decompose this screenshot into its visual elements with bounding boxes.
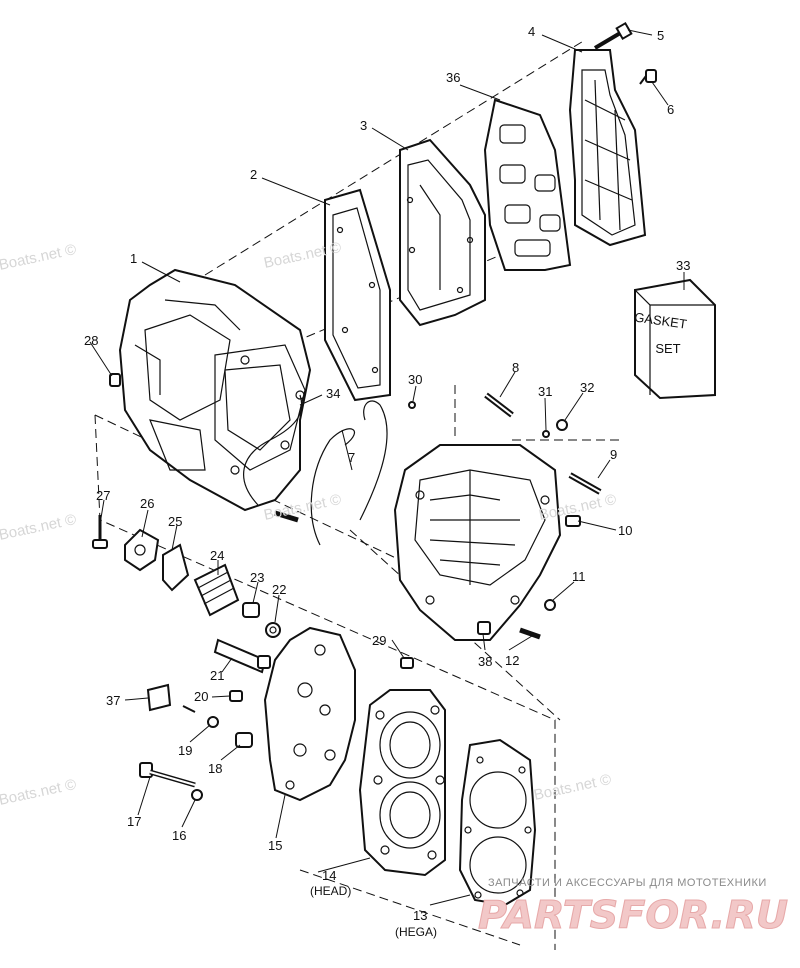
callout-2: 2: [250, 167, 257, 182]
callout-32: 32: [580, 380, 594, 395]
shop-branding: ЗАПЧАСТИ И АКСЕССУАРЫ ДЛЯ МОТОТЕХНИКИ PA…: [478, 877, 789, 938]
part-nut-31: [542, 430, 550, 438]
label-head: (HEAD): [310, 884, 351, 898]
part-thermostat-23: [242, 602, 260, 618]
part-cylinder-head: [358, 689, 446, 877]
part-pin-19: [182, 705, 219, 728]
callout-27: 27: [96, 488, 110, 503]
part-bolt-20: [229, 690, 243, 702]
callout-18: 18: [208, 761, 222, 776]
callout-12: 12: [505, 653, 519, 668]
callout-21: 21: [210, 668, 224, 683]
part-cover-plate: [399, 138, 486, 327]
callout-34: 34: [326, 386, 340, 401]
part-bolt-17: [139, 762, 196, 788]
callout-8: 8: [512, 360, 519, 375]
gasket-box-line2: SET: [655, 341, 680, 356]
callout-19: 19: [178, 743, 192, 758]
part-washer-16: [191, 789, 203, 801]
part-gasket-25: [162, 543, 190, 592]
part-screw-near-34: [274, 510, 299, 523]
part-spring-24: [193, 563, 240, 617]
callout-1: 1: [130, 251, 137, 266]
shop-tagline: ЗАПЧАСТИ И АКСЕССУАРЫ ДЛЯ МОТОТЕХНИКИ: [488, 877, 767, 889]
watermark-1: Boats.net ©: [0, 241, 78, 274]
part-bolt-11: [544, 599, 556, 611]
part-cylinder-block: [118, 268, 312, 512]
callout-13: 13: [413, 908, 427, 923]
part-water-cover-housing: [393, 444, 562, 641]
part-bolt-28: [109, 373, 121, 387]
callout-38: 38: [478, 654, 492, 669]
part-sensor-21: [213, 638, 271, 674]
callout-10: 10: [618, 523, 632, 538]
part-bolt-6: [639, 69, 657, 85]
callout-22: 22: [272, 582, 286, 597]
callout-31: 31: [538, 384, 552, 399]
callout-37: 37: [106, 693, 120, 708]
part-bolt-32: [556, 419, 568, 431]
callout-14: 14: [322, 868, 336, 883]
watermark-6: Boats.net ©: [0, 776, 78, 809]
part-washer-22: [265, 622, 281, 638]
callout-7: 7: [348, 450, 355, 465]
part-screw-27: [92, 515, 108, 549]
callout-28: 28: [84, 333, 98, 348]
label-hega: (HEGA): [395, 925, 437, 939]
callout-9: 9: [610, 447, 617, 462]
part-bolt-12: [519, 627, 541, 640]
callout-36: 36: [446, 70, 460, 85]
callout-5: 5: [657, 28, 664, 43]
callout-17: 17: [127, 814, 141, 829]
part-bolt-8: [484, 392, 514, 418]
part-nut-38: [477, 621, 491, 635]
gasket-box-line1: GASKET: [633, 309, 687, 331]
leader-lines: [89, 29, 685, 906]
shop-logo: PARTSFOR.RU: [478, 893, 788, 937]
part-wire-loops: [310, 400, 388, 546]
part-thermostat-cover-26: [124, 528, 160, 572]
part-fitting-18: [235, 732, 253, 748]
callout-6: 6: [667, 102, 674, 117]
callout-29: 29: [372, 633, 386, 648]
callout-30: 30: [408, 372, 422, 387]
part-cover-15: [263, 626, 356, 802]
callout-15: 15: [268, 838, 282, 853]
watermark-3: Boats.net ©: [0, 511, 78, 544]
callout-3: 3: [360, 118, 367, 133]
part-plug-29: [400, 657, 414, 669]
part-gasket-2: [324, 188, 391, 402]
callout-4: 4: [528, 24, 535, 39]
part-tag-37: [146, 683, 172, 712]
callout-25: 25: [168, 514, 182, 529]
callout-labels: 1 2 3 4 5 6 7 8 9 10 11 12 13 (HEGA) 14 …: [84, 24, 690, 939]
part-gasket-36: [483, 98, 572, 271]
part-bolt-9: [568, 472, 602, 495]
watermark-7: Boats.net ©: [532, 771, 612, 804]
part-pin-30: [408, 401, 416, 409]
part-hose: [243, 394, 303, 506]
part-gasket-set-box: GASKET SET: [633, 278, 716, 400]
part-screw-5: [593, 21, 633, 50]
part-reed-plate: [568, 49, 647, 247]
callout-23: 23: [250, 570, 264, 585]
callout-26: 26: [140, 496, 154, 511]
part-head-gasket: [458, 738, 537, 907]
callout-16: 16: [172, 828, 186, 843]
callout-24: 24: [210, 548, 224, 563]
callout-33: 33: [676, 258, 690, 273]
callout-20: 20: [194, 689, 208, 704]
callout-11: 11: [572, 569, 586, 584]
